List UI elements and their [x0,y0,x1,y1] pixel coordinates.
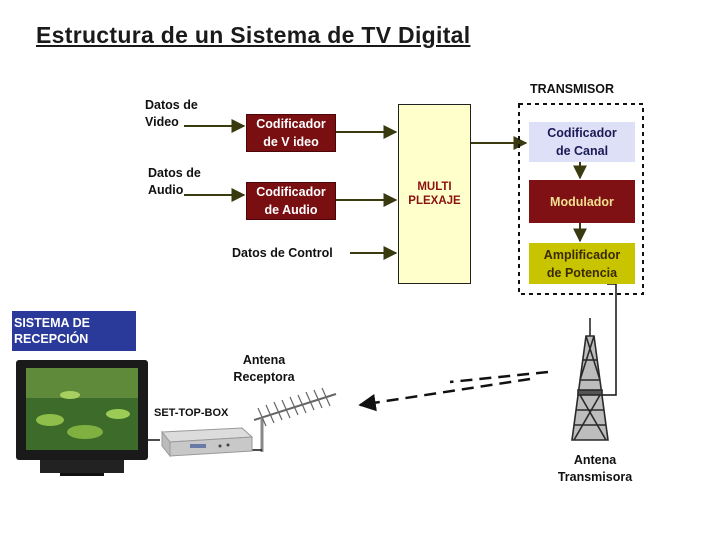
page-title: Estructura de un Sistema de TV Digital [36,22,471,48]
label-transmisor: TRANSMISOR [530,82,615,96]
amp-to-tower-line [602,283,617,396]
box-codificador-video: Codificador de V ideo [246,114,336,152]
label-antena-receptora: Antena Receptora [233,353,295,384]
box-amplificador: Amplificador de Potencia [529,243,635,284]
transmission-tower-icon [571,318,609,441]
signal-wave-icon [358,370,549,412]
set-top-box-icon [160,427,254,458]
label-datos-control: Datos de Control [232,246,333,260]
label-antena-transmisora: Antena Transmisora [557,453,633,484]
box-multiplexaje: MULTI PLEXAJE [398,104,471,284]
tv-icon [16,360,148,476]
yagi-antenna-icon [253,387,337,452]
label-datos-audio: Datos de Audio [148,166,201,197]
label-datos-video: Datos de Video [145,98,198,129]
label-sistema-recepcion: SISTEMA DE RECEPCIÓN [12,311,136,351]
transmitter-group [518,103,644,295]
label-set-top-box: SET-TOP-BOX [154,407,229,419]
box-codificador-audio: Codificador de Audio [246,182,336,220]
box-modulador: Modulador [529,180,635,223]
box-codificador-canal: Codificador de Canal [529,122,635,162]
